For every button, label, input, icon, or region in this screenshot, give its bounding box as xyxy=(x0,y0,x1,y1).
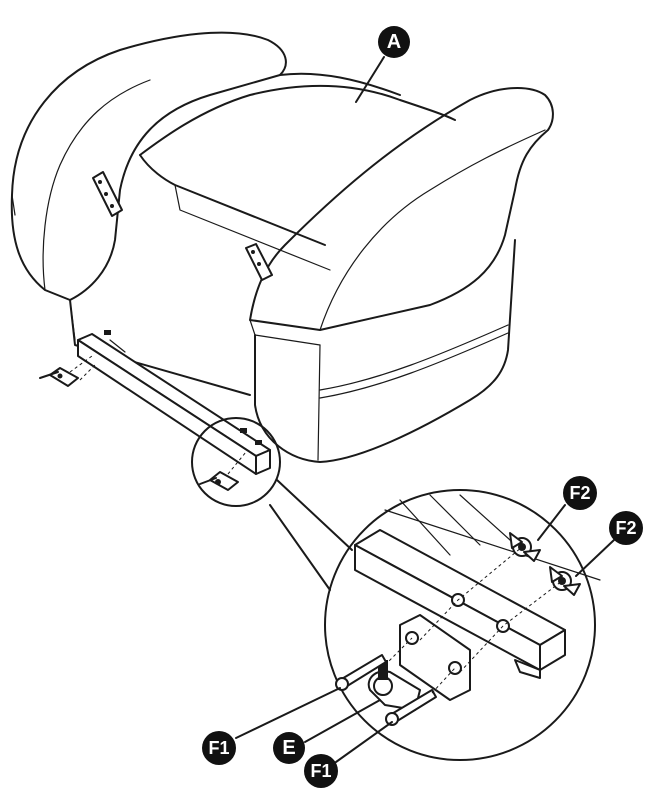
callout-f2-top-label: F2 xyxy=(569,483,590,503)
callout-f1-bottom-label: F1 xyxy=(310,761,331,781)
callout-a: A xyxy=(378,26,410,58)
callout-e-label: E xyxy=(282,737,295,759)
hardware-left xyxy=(39,355,96,387)
callout-f2-top: F2 xyxy=(563,476,597,510)
callout-f2-bottom-label: F2 xyxy=(615,518,636,538)
chair-illustration xyxy=(10,31,554,463)
detail-view xyxy=(235,489,615,763)
zoom-source-circle xyxy=(191,417,281,507)
callout-e: E xyxy=(273,732,305,764)
callout-f2-bottom: F2 xyxy=(609,511,643,545)
callout-f1-left: F1 xyxy=(202,731,236,765)
callout-a-label: A xyxy=(387,31,401,53)
hardware-right xyxy=(199,451,247,491)
callout-f1-bottom: F1 xyxy=(304,754,338,788)
zoom-detail-circle xyxy=(324,489,596,761)
base-rail xyxy=(77,330,271,475)
callout-f1-left-label: F1 xyxy=(208,738,229,758)
